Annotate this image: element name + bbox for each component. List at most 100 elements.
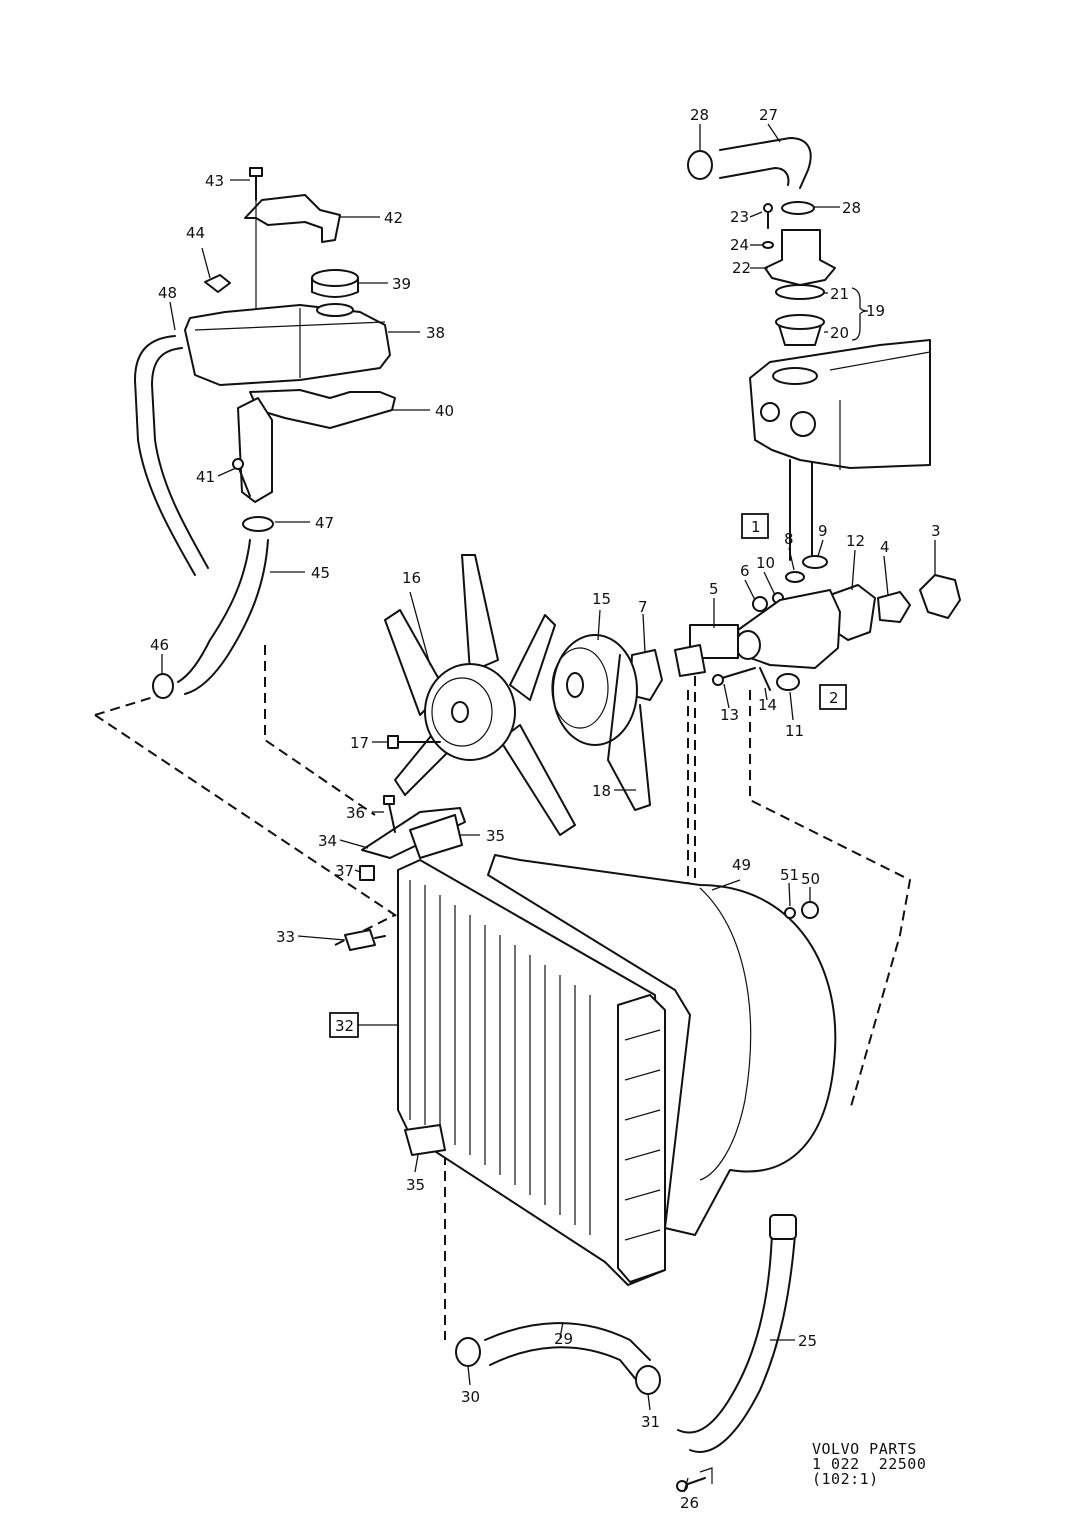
callout-35-top: 35 [486,827,505,845]
hose-clamp-28-lower [781,201,815,215]
bolt-26 [676,1467,713,1492]
fan-shroud-49 [487,854,837,1236]
expansion-tank-38 [184,304,391,386]
bracket-35-top [409,814,463,859]
callout-21: 21 [830,285,849,303]
nut-37 [359,865,375,881]
washer-24 [762,241,774,249]
hose-clamp-47 [242,516,274,532]
seal-11 [776,673,800,691]
callout-28-top: 28 [690,106,709,124]
callout-box-32 [329,1012,359,1038]
bolt-43 [249,167,263,320]
callout-15: 15 [592,590,611,608]
callout-28-lower: 28 [842,199,861,217]
callout-39: 39 [392,275,411,293]
seal-21 [775,284,825,300]
support-arm [237,397,273,503]
callout-41: 41 [196,468,215,486]
callout-4: 4 [880,538,890,556]
bracket-40 [249,389,396,429]
washer-51 [784,907,796,919]
clip-44 [204,274,231,293]
water-pump-group [384,554,961,836]
callout-13: 13 [720,706,739,724]
boxed-callout-frames [329,513,847,1038]
thermostat-group [687,137,931,566]
callout-18: 18 [592,782,611,800]
washer-8 [785,571,805,583]
callout-1: 1 [751,518,761,536]
callout-2: 2 [829,689,839,707]
v-belt-18 [607,654,651,811]
pulley-3 [919,574,961,619]
thermostat-housing-22 [764,229,836,286]
filler-cap-39 [311,269,359,298]
bolt-23 [763,203,773,229]
callout-45: 45 [311,564,330,582]
pin-14 [759,667,771,691]
callout-5: 5 [709,580,719,598]
callout-25: 25 [798,1332,817,1350]
callout-30: 30 [461,1388,480,1406]
callout-20: 20 [830,324,849,342]
callout-19: 19 [866,302,885,320]
bolt-36 [383,795,396,833]
callout-11: 11 [785,722,804,740]
callout-box-1 [741,513,769,539]
callout-33: 33 [276,928,295,946]
callout-49: 49 [732,856,751,874]
callout-31: 31 [641,1413,660,1431]
screw-41 [232,458,251,497]
hose-clamp-31 [635,1365,661,1395]
callout-22: 22 [732,259,751,277]
hose-25 [677,1231,773,1434]
drain-plug-33 [344,929,386,951]
reference-line-1: VOLVO PARTS [812,1440,917,1458]
radiator-core-32 [397,859,666,1286]
callout-14: 14 [758,696,777,714]
callout-27: 27 [759,106,778,124]
callout-44: 44 [186,224,205,242]
bolt-13 [712,667,756,686]
callout-40: 40 [435,402,454,420]
callout-35-lower: 35 [406,1176,425,1194]
lower-hoses [455,1214,797,1492]
hose-45 [177,539,251,683]
leader-lines [161,123,936,1493]
callout-46: 46 [150,636,169,654]
hose-29 [484,1322,651,1361]
callout-10: 10 [756,554,775,572]
callout-48: 48 [158,284,177,302]
callout-12: 12 [846,532,865,550]
expansion-tank-group [134,167,396,699]
nut-50 [801,901,819,919]
radiator-fins [409,880,591,1235]
callout-42: 42 [384,209,403,227]
reference-line-3: (102:1) [812,1470,879,1488]
washer-6 [752,596,768,612]
reference-line-2: 1 022 22500 [812,1455,927,1473]
callout-labels: 1 2 3 4 5 6 7 8 9 10 11 12 13 14 15 16 1… [150,106,941,1512]
callout-box-2 [819,684,847,710]
seal-9 [802,555,828,569]
bracket-42 [244,194,341,243]
callout-23: 23 [730,208,749,226]
callout-47: 47 [315,514,334,532]
hose-clamp-46 [152,673,174,699]
callout-6: 6 [740,562,750,580]
callout-8: 8 [784,530,794,548]
bearing-4 [877,591,911,623]
callout-51: 51 [780,866,799,884]
callout-17: 17 [350,734,369,752]
hose-27 [719,137,812,189]
callout-32: 32 [335,1017,354,1035]
callout-50: 50 [801,870,820,888]
hose-clamp-28-top [687,150,713,180]
callout-9: 9 [818,522,828,540]
fan-16 [384,554,576,836]
reference-block: VOLVO PARTS 1 022 22500 (102:1) [812,1442,926,1487]
callout-29: 29 [554,1330,573,1348]
hose-clamp-30 [455,1337,481,1367]
